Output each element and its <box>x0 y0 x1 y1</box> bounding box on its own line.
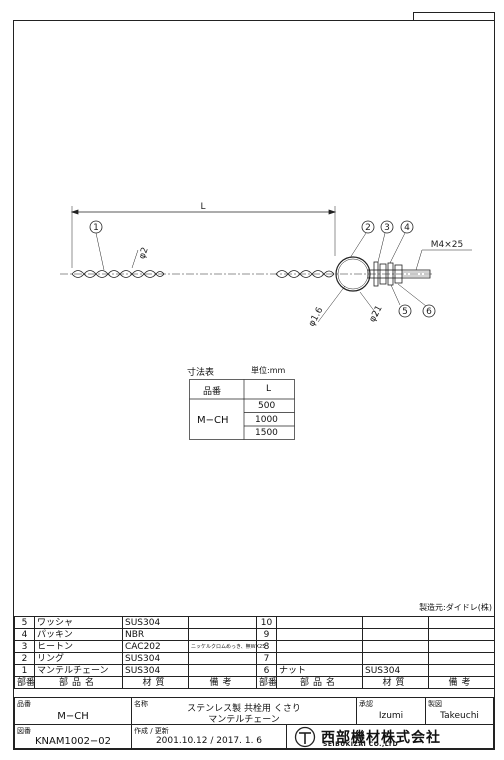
bom-cell-note2 <box>428 664 495 677</box>
bom-h-note2: 備考 <box>428 676 495 689</box>
tb-part: 品番 M−CH <box>14 697 132 725</box>
bom-cell-name2 <box>276 640 363 653</box>
bom-cell-name: ワッシャ <box>34 616 123 629</box>
maker-note: 製造元:ダイドレ(株) <box>419 603 492 612</box>
dim-phi1-6: φ1.6 <box>307 306 325 329</box>
bom-cell-material2 <box>362 640 429 653</box>
bom-cell-name2 <box>276 628 363 641</box>
dim-phi21: φ21 <box>368 304 385 324</box>
dim-head-part: 品番 <box>203 387 222 397</box>
balloon-6: 6 <box>426 307 432 317</box>
chain-right <box>275 270 335 278</box>
bom-cell-material: NBR <box>122 628 189 641</box>
bom-cell-no: 1 <box>14 664 35 677</box>
company-logo-icon <box>294 726 316 748</box>
balloon-4: 4 <box>404 223 410 233</box>
tb-dwg: 図番 KNAM1002−02 <box>14 724 132 749</box>
bom-h-material2: 材質 <box>362 676 429 689</box>
bom-cell-material: SUS304 <box>122 652 189 665</box>
balloon-2: 2 <box>365 223 371 233</box>
title-block: 品番 M−CH 名称 ステンレス製 共栓用 くさり マンテルチェーン 承認 Iz… <box>14 697 494 749</box>
bom-cell-no: 4 <box>14 628 35 641</box>
bom-cell-name2: ナット <box>276 664 363 677</box>
dim-table-unit: 単位:mm <box>251 366 286 375</box>
balloon-3: 3 <box>384 223 390 233</box>
bom-cell-name2 <box>276 616 363 629</box>
bom-cell-note: ニッケルクロムめっき、無WX25 <box>188 640 265 653</box>
bom-cell-material2 <box>362 628 429 641</box>
bom-cell-name: パッキン <box>34 628 123 641</box>
bom-cell-no2: 6 <box>256 664 277 677</box>
bom-cell-material: SUS304 <box>122 664 189 677</box>
dim-table-title: 寸法表 <box>187 368 215 378</box>
dim-phi2: φ2 <box>137 246 150 260</box>
dim-length-500: 500 <box>258 401 276 411</box>
bom-cell-material2: SUS304 <box>362 664 429 677</box>
drawing-sheet <box>13 20 495 750</box>
bom-cell-note2 <box>428 652 495 665</box>
company-name-en: SEIBUKIZAI CO.,LTD <box>323 741 399 748</box>
company-name-jp: 西部機材株式会社 <box>321 730 441 746</box>
tb-company: 西部機材株式会社 SEIBUKIZAI CO.,LTD <box>286 724 494 749</box>
dim-part: M−CH <box>197 415 229 426</box>
tb-approve: 承認 Izumi <box>356 697 426 725</box>
tb-date: 作成 / 更新 2001.10.12 / 2017. 1. 6 <box>131 724 287 749</box>
bom-header: 部番 部品名 材質 備考 部番 部品名 材質 備考 <box>14 676 495 689</box>
bom-cell-material: CAC202 <box>122 640 189 653</box>
tb-drawn: 製図 Takeuchi <box>425 697 494 725</box>
balloon-5: 5 <box>402 307 408 317</box>
bom-h-no2: 部番 <box>256 676 277 689</box>
bom-cell-material: SUS304 <box>122 616 189 629</box>
dim-table-grid <box>189 379 295 440</box>
dim-head-L: L <box>266 384 272 394</box>
bom-cell-no2: 7 <box>256 652 277 665</box>
bom-cell-name2 <box>276 652 363 665</box>
bom-cell-note2 <box>428 616 495 629</box>
dim-length-1500: 1500 <box>255 428 278 438</box>
bom-cell-name: ヒートン <box>34 640 123 653</box>
bom-h-note: 備考 <box>188 676 257 689</box>
dim-L: L <box>200 202 205 212</box>
bom-h-name: 部品名 <box>34 676 123 689</box>
bom-cell-material2 <box>362 616 429 629</box>
thread-label: M4×25 <box>431 240 463 250</box>
bom-cell-name: マンテルチェーン <box>34 664 123 677</box>
bom-cell-no: 3 <box>14 640 35 653</box>
bom-cell-note2 <box>428 640 495 653</box>
sheet-tab <box>413 12 495 21</box>
bom-cell-name: リング <box>34 652 123 665</box>
bom-cell-no: 2 <box>14 652 35 665</box>
bom-cell-note2 <box>428 628 495 641</box>
bom-h-no: 部番 <box>14 676 35 689</box>
dim-length-1000: 1000 <box>255 415 278 425</box>
bom-cell-note <box>188 652 257 665</box>
bom-cell-note <box>188 616 257 629</box>
bom-cell-no2: 9 <box>256 628 277 641</box>
bom-h-material: 材質 <box>122 676 189 689</box>
balloon-1: 1 <box>93 223 99 233</box>
bom-cell-note <box>188 664 257 677</box>
bom-cell-no2: 10 <box>256 616 277 629</box>
bom-cell-note <box>188 628 257 641</box>
tb-name: 名称 ステンレス製 共栓用 くさり マンテルチェーン <box>131 697 357 725</box>
bom-h-name2: 部品名 <box>276 676 363 689</box>
bom-cell-material2 <box>362 652 429 665</box>
ring <box>335 256 371 292</box>
bom-cell-no: 5 <box>14 616 35 629</box>
